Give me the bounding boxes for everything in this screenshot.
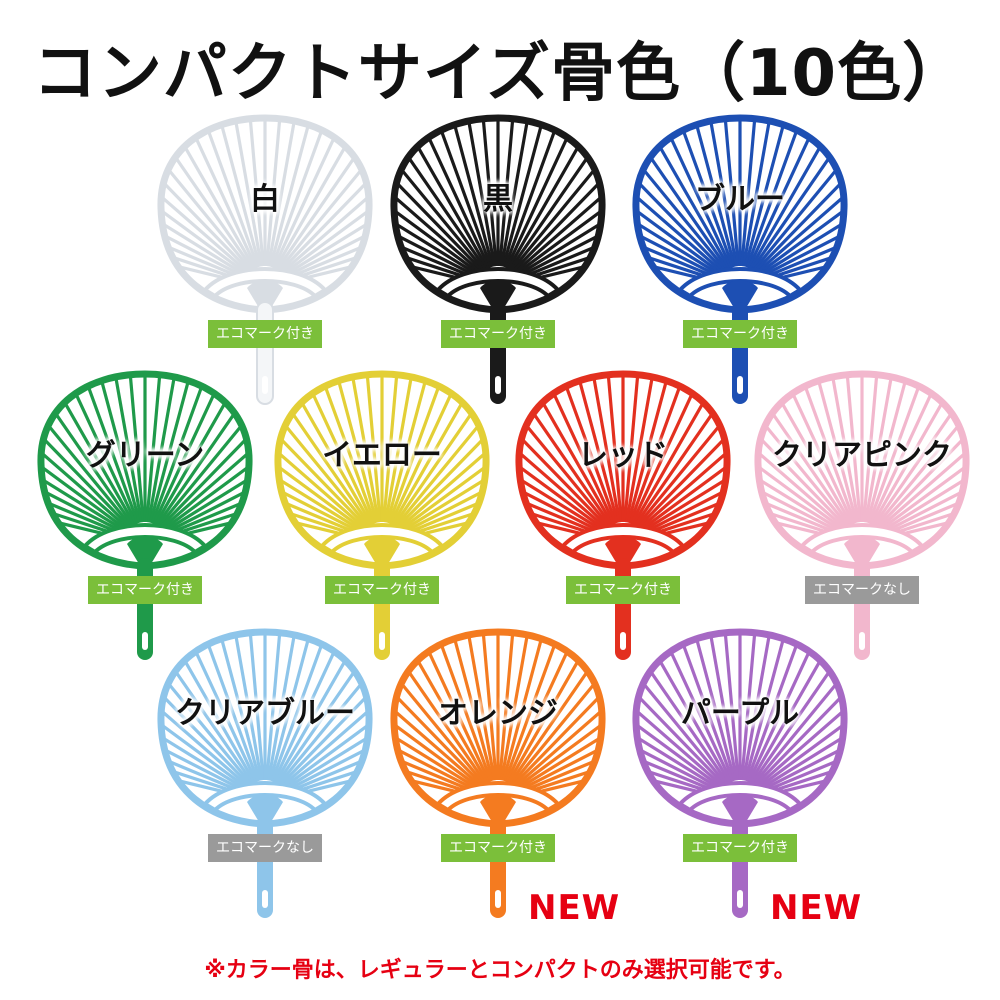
fan-graphic: [632, 114, 848, 404]
fan-color-label: クリアブルー: [175, 696, 355, 731]
fan-item: クリアピンクエコマークなし: [752, 368, 972, 668]
fan-color-label: グリーン: [85, 438, 205, 473]
eco-mark-badge: エコマーク付き: [441, 834, 555, 862]
fan-color-label: ブルー: [695, 182, 785, 217]
fan-color-label: オレンジ: [438, 696, 558, 731]
eco-mark-badge: エコマーク付き: [325, 576, 439, 604]
eco-mark-badge: エコマーク付き: [566, 576, 680, 604]
fan-graphic: [274, 370, 490, 660]
eco-mark-badge: エコマーク付き: [683, 834, 797, 862]
eco-mark-badge: エコマーク付き: [683, 320, 797, 348]
fan-color-label: パープル: [680, 696, 800, 731]
fan-item: 白エコマーク付き: [155, 112, 375, 412]
fan-graphic: [37, 370, 253, 660]
new-label: NEW: [528, 888, 621, 928]
fan-item: オレンジエコマーク付き NEW: [388, 626, 619, 928]
fan-item: 黒エコマーク付き: [388, 112, 608, 412]
fan-item: ブルーエコマーク付き: [630, 112, 850, 412]
fan-item: イエローエコマーク付き: [272, 368, 492, 668]
fan-color-label: 黒: [483, 182, 513, 217]
fan-item: グリーンエコマーク付き: [35, 368, 255, 668]
fan-graphic: [157, 628, 373, 918]
new-label: NEW: [770, 888, 863, 928]
fan-color-label: レッド: [578, 438, 668, 473]
fan-graphic: [754, 370, 970, 660]
fan-item: レッドエコマーク付き: [513, 368, 733, 668]
eco-mark-badge: エコマーク付き: [88, 576, 202, 604]
eco-mark-badge: エコマーク付き: [441, 320, 555, 348]
fan-color-label: イエロー: [322, 438, 442, 473]
fan-graphic: [157, 114, 373, 405]
fan-item: クリアブルーエコマークなし: [155, 626, 375, 926]
page-title: コンパクトサイズ骨色（10色）: [32, 37, 968, 111]
footnote: ※カラー骨は、レギュラーとコンパクトのみ選択可能です。: [204, 958, 796, 983]
fan-item: パープルエコマーク付き NEW: [630, 626, 861, 928]
fan-graphic: [515, 370, 731, 660]
eco-mark-badge: エコマークなし: [208, 834, 322, 862]
eco-mark-badge: エコマーク付き: [208, 320, 322, 348]
fan-color-label: 白: [250, 182, 280, 217]
eco-mark-badge: エコマークなし: [805, 576, 919, 604]
fan-graphic: [390, 114, 606, 404]
fan-graphic: [390, 628, 606, 918]
fan-graphic: [632, 628, 848, 918]
fan-color-label: クリアピンク: [772, 438, 952, 473]
